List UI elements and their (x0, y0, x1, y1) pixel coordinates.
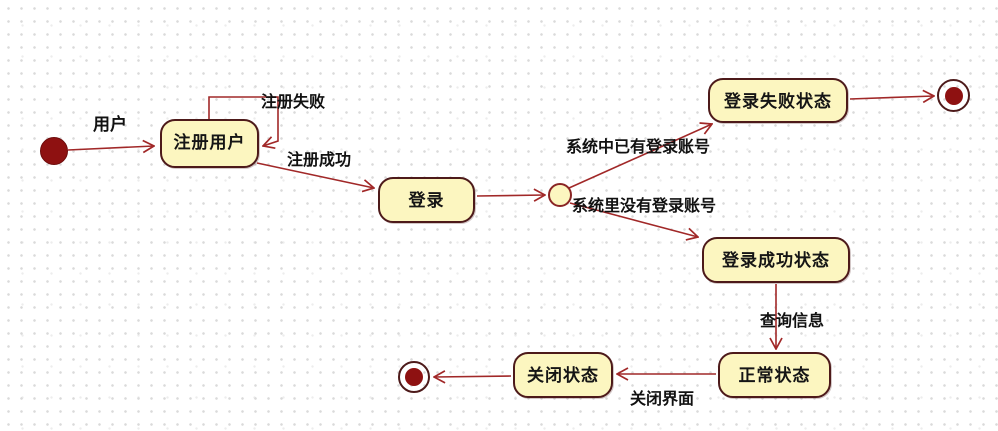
transition-initial-to-register (67, 146, 154, 150)
transition-label-query-info: 查询信息 (760, 313, 825, 330)
state-label: 正常状态 (738, 366, 811, 385)
transition-label-register-success: 注册成功 (287, 152, 352, 169)
state-label: 注册用户 (173, 133, 246, 152)
initial-state-node[interactable] (40, 137, 68, 165)
transition-label-no-account: 系统里没有登录账号 (572, 198, 717, 215)
state-normal[interactable]: 正常状态 (718, 352, 831, 398)
state-login-success[interactable]: 登录成功状态 (702, 237, 850, 283)
state-label: 关闭状态 (527, 366, 599, 385)
state-label: 登录失败状态 (724, 92, 832, 111)
state-closed[interactable]: 关闭状态 (513, 352, 613, 398)
state-label: 登录成功状态 (722, 251, 830, 270)
transition-label-account-exists: 系统中已有登录账号 (566, 139, 711, 156)
transition-label-user: 用户 (93, 115, 127, 134)
transition-closed-to-final (434, 376, 512, 377)
transition-label-register-failed: 注册失败 (261, 94, 326, 111)
transition-label-close-ui: 关闭界面 (630, 391, 695, 408)
final-state-node-top[interactable] (937, 79, 970, 112)
final-state-core-top (944, 86, 963, 105)
junction-choice-node[interactable] (548, 183, 572, 207)
state-login-failed[interactable]: 登录失败状态 (708, 78, 848, 123)
final-state-node-bottom[interactable] (398, 361, 430, 393)
state-login[interactable]: 登录 (378, 177, 475, 223)
final-state-core-bottom (405, 368, 423, 386)
state-label: 登录 (408, 191, 445, 210)
state-register-user[interactable]: 注册用户 (160, 119, 259, 168)
transition-login-failed-to-final (849, 96, 934, 99)
transition-login-to-junction (476, 195, 545, 196)
